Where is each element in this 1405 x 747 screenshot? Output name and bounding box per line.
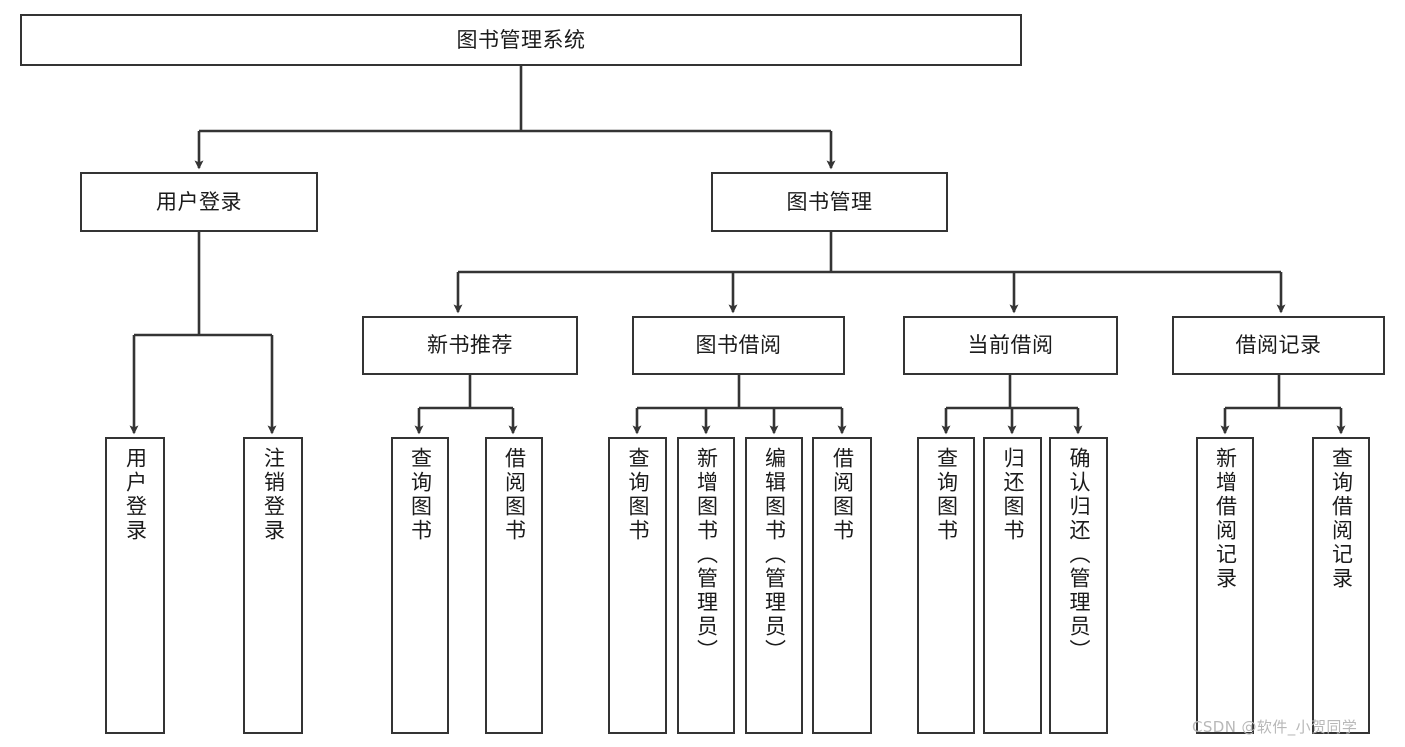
node-leaf-query-book-2[interactable]: 查询图书 [608,437,667,734]
node-leaf-borrow-book-1[interactable]: 借阅图书 [485,437,543,734]
node-leaf-borrow-book-2[interactable]: 借阅图书 [812,437,872,734]
node-new-book-rec-label: 新书推荐 [427,333,513,358]
node-borrow-record[interactable]: 借阅记录 [1172,316,1385,375]
node-borrow-record-label: 借阅记录 [1235,333,1322,358]
node-leaf-confirm-return[interactable]: 确认归还（管理员） [1049,437,1108,734]
node-book-manage-label: 图书管理 [786,189,873,214]
node-leaf-edit-book[interactable]: 编辑图书（管理员） [745,437,803,734]
node-leaf-query-book-2-label: 查询图书 [626,447,650,543]
node-user-login[interactable]: 用户登录 [80,172,318,232]
node-root[interactable]: 图书管理系统 [20,14,1022,66]
node-leaf-logout-label: 注销登录 [261,447,286,543]
node-leaf-query-book-3[interactable]: 查询图书 [917,437,975,734]
node-leaf-borrow-book-2-label: 借阅图书 [830,447,855,543]
node-leaf-borrow-book-1-label: 借阅图书 [502,447,527,543]
node-user-login-label: 用户登录 [156,189,242,214]
node-leaf-add-record-label: 新增借阅记录 [1213,447,1238,591]
node-leaf-query-record[interactable]: 查询借阅记录 [1312,437,1370,734]
node-leaf-add-book-label: 新增图书（管理员） [694,447,719,663]
node-root-label: 图书管理系统 [456,27,586,52]
node-book-manage[interactable]: 图书管理 [711,172,948,232]
node-leaf-query-book-1-label: 查询图书 [408,447,433,543]
node-leaf-query-book-3-label: 查询图书 [934,447,959,543]
node-leaf-return-book[interactable]: 归还图书 [983,437,1042,734]
node-new-book-rec[interactable]: 新书推荐 [362,316,578,375]
watermark-text: CSDN @软件_小贺同学 [1192,718,1358,736]
node-leaf-edit-book-label: 编辑图书（管理员） [762,447,787,663]
node-current-borrow[interactable]: 当前借阅 [903,316,1118,375]
node-leaf-add-book[interactable]: 新增图书（管理员） [677,437,735,734]
node-leaf-logout[interactable]: 注销登录 [243,437,303,734]
node-book-borrow-label: 图书借阅 [695,333,782,358]
node-leaf-confirm-return-label: 确认归还（管理员） [1067,447,1091,663]
node-leaf-user-login[interactable]: 用户登录 [105,437,165,734]
node-leaf-return-book-label: 归还图书 [1001,447,1025,543]
node-book-borrow[interactable]: 图书借阅 [632,316,845,375]
node-leaf-query-record-label: 查询借阅记录 [1329,447,1354,591]
node-leaf-user-login-label: 用户登录 [123,447,148,543]
node-current-borrow-label: 当前借阅 [967,333,1054,358]
node-leaf-query-book-1[interactable]: 查询图书 [391,437,449,734]
node-leaf-add-record[interactable]: 新增借阅记录 [1196,437,1254,734]
